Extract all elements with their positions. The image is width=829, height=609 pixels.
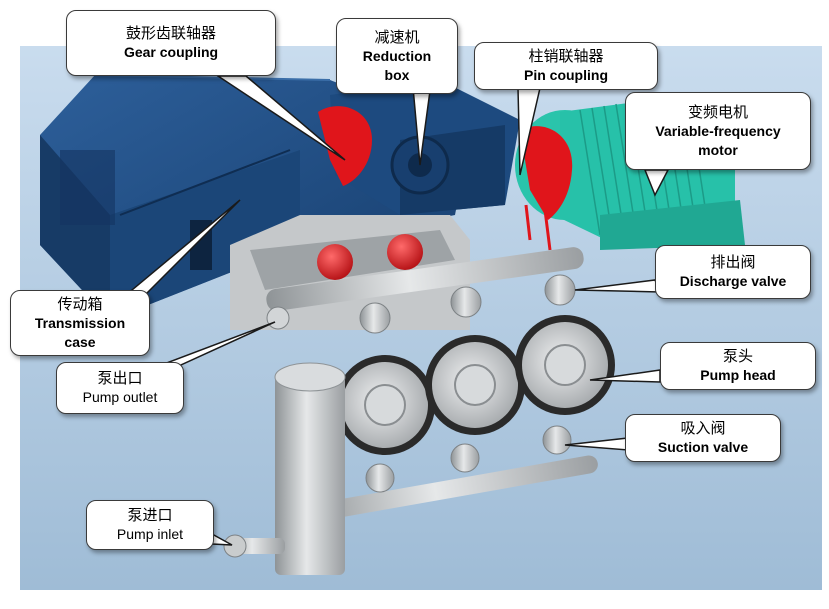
motor-zh: 变频电机 (687, 103, 748, 121)
discharge-manifold (266, 247, 584, 311)
discharge-valve-zh: 排出阀 (710, 254, 756, 271)
pump-outlet-zh: 泵出口 (97, 370, 143, 387)
pin-coupling (520, 126, 573, 220)
outlet-flange (266, 306, 290, 330)
callout-suction-valve: 吸入阀 Suction valve (625, 414, 781, 462)
gear-coupling-en: Gear coupling (123, 44, 219, 60)
transmission-case-en-line2: case (64, 333, 96, 350)
discharge-valve-en: Discharge valve (679, 273, 787, 289)
inlet-cylinder (223, 362, 346, 575)
transmission-case-en-line1: Transmission (34, 314, 126, 331)
pulsation-dampener (387, 234, 423, 270)
pump-inlet-zh: 泵进口 (127, 507, 173, 524)
suction-valve-cap (542, 425, 572, 455)
pin-coupling-zh: 柱销联轴器 (528, 48, 604, 65)
suction-valve-cap (365, 463, 395, 493)
reduction-box-en-line2: box (384, 66, 410, 83)
transmission-case-zh: 传动箱 (57, 295, 103, 313)
pump-head-zh: 泵头 (722, 348, 753, 365)
callout-pump-head: 泵头 Pump head (660, 342, 816, 390)
discharge-valve-cap (544, 274, 576, 306)
pump-head-en: Pump head (700, 367, 776, 383)
pump-head-3 (515, 315, 615, 415)
callout-motor: 变频电机 Variable-frequency motor (625, 92, 811, 170)
callout-pump-inlet: 泵进口 Pump inlet (86, 500, 214, 550)
pump-head-1 (335, 355, 435, 455)
motor-en-line2: motor (698, 141, 738, 158)
callout-pump-outlet: 泵出口 Pump outlet (56, 362, 184, 414)
suction-valve-en: Suction valve (657, 439, 749, 455)
pump-outlet-en: Pump outlet (82, 389, 158, 405)
discharge-valve-cap (359, 302, 391, 334)
discharge-valve-cap (450, 286, 482, 318)
callout-pin-coupling: 柱销联轴器 Pin coupling (474, 42, 658, 90)
callout-reduction-box: 减速机 Reduction box (336, 18, 458, 94)
motor-en-line1: Variable-frequency (655, 122, 781, 139)
pump-head-2 (425, 335, 525, 435)
gear-coupling (318, 106, 372, 186)
suction-valve-cap (450, 443, 480, 473)
reduction-box-zh: 减速机 (374, 28, 420, 46)
callout-discharge-valve: 排出阀 Discharge valve (655, 245, 811, 299)
reduction-box-en-line1: Reduction (362, 47, 432, 64)
suction-valve-zh: 吸入阀 (680, 420, 726, 437)
gear-coupling-zh: 鼓形齿联轴器 (125, 25, 216, 42)
pulsation-dampener (317, 244, 353, 280)
callout-gear-coupling: 鼓形齿联轴器 Gear coupling (66, 10, 276, 76)
pin-coupling-en: Pin coupling (524, 67, 608, 83)
suction-manifold (302, 455, 598, 523)
pump-inlet-en: Pump inlet (116, 526, 184, 542)
callout-transmission-case: 传动箱 Transmission case (10, 290, 150, 356)
